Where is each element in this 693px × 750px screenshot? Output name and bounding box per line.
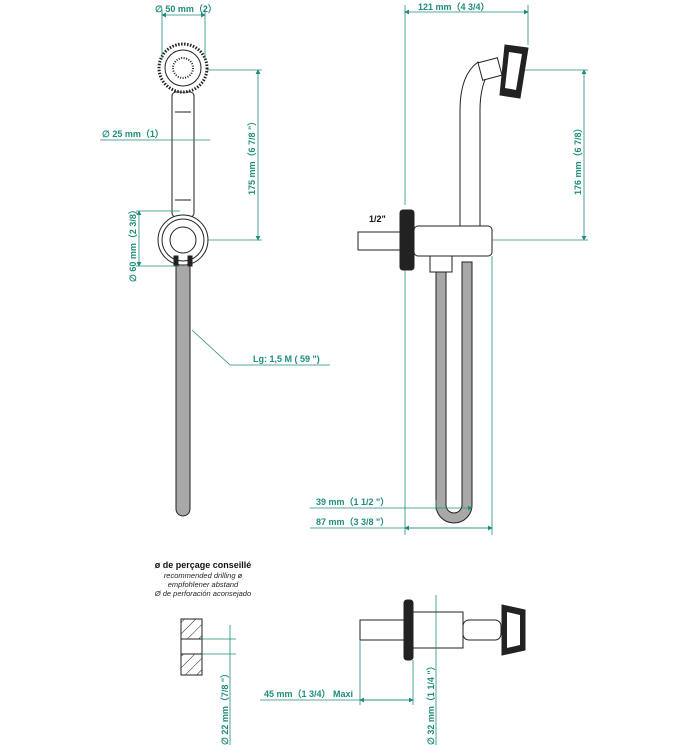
handle-length-label: 175 mm（6 7/8 "） [247, 117, 257, 195]
hose-length-label: Lg: 1,5 M ( 59 ") [253, 354, 320, 364]
side-handle [459, 61, 491, 227]
drilling-de: empfohlener abstand [168, 580, 239, 589]
handle-diameter-label: ∅ 25 mm（1） [102, 129, 164, 139]
top-flange [403, 599, 414, 661]
hose-loop-width-label: 39 mm（1 1/2 "） [316, 497, 389, 507]
hose-loop [435, 261, 473, 524]
wall-flange [399, 209, 415, 271]
pipe-length-label: 45 mm（1 3/4） Maxi [264, 689, 353, 699]
head-diameter-label: ∅ 50 mm（2） [155, 4, 217, 14]
thread-label: 1/2" [369, 214, 386, 224]
flange-diameter-label: ∅ 32 mm（1 1/4 "） [426, 661, 436, 745]
side-height-label: 176 mm（6 7/8） [573, 123, 583, 195]
total-projection-label: 121 mm（4 3/4） [418, 2, 490, 12]
drilling-title: ø de perçage conseillé [155, 560, 252, 570]
drilling-note: ø de perçage conseillé recommended drill… [154, 560, 251, 745]
top-body [412, 611, 464, 649]
front-view: ∅ 50 mm（2） ∅ 25 mm（1） 175 mm（6 7/8 "） ∅ … [100, 4, 330, 517]
top-pipe [359, 619, 405, 641]
drilling-es: Ø de perforación aconsejado [154, 589, 251, 598]
hose [175, 257, 191, 517]
supply-pipe [357, 231, 403, 251]
bracket-diameter-label: ∅ 60 mm（2 3/8） [128, 205, 138, 282]
wall-section-bottom [180, 653, 203, 676]
drilling-diameter-label: ∅ 22 mm（7/8 "） [220, 669, 230, 745]
wall-section-top [180, 618, 203, 640]
bracket-body [413, 225, 493, 257]
side-view: 121 mm（4 3/4） 176 mm（6 7/8） 1/2" 39 mm（1… [310, 2, 588, 535]
base-width-label: 87 mm（3 3/8 "） [316, 517, 389, 527]
drilling-en: recommended drilling ø [164, 571, 243, 580]
handle [171, 91, 195, 218]
top-view: 45 mm（1 3/4） Maxi ∅ 32 mm（1 1/4 "） [260, 595, 526, 745]
hose-nut [429, 255, 453, 273]
